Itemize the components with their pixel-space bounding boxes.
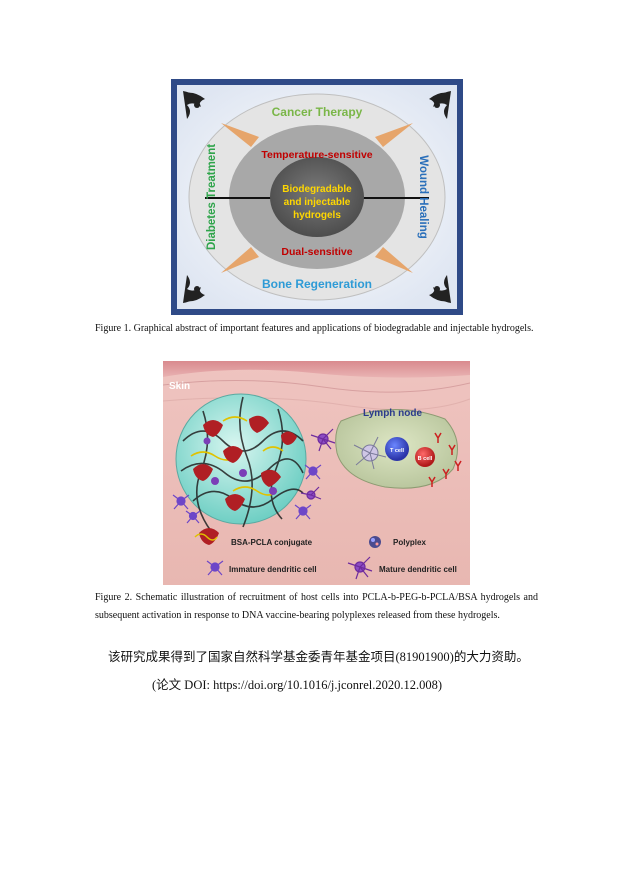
corner-ornament-icon	[429, 91, 451, 119]
mature-dendritic-cell-icon	[347, 556, 373, 580]
legend-polyplex: Polyplex	[393, 538, 426, 547]
acknowledgement: 该研究成果得到了国家自然科学基金委青年基金项目(81901900)的大力资助。	[108, 650, 529, 664]
label-b-cell: B cell	[418, 456, 433, 462]
corner-ornament-icon	[183, 275, 205, 303]
label-dual-sensitive: Dual-sensitive	[281, 246, 352, 258]
hydrogel-sphere	[175, 393, 307, 532]
label-wound-healing: Wound Healing	[417, 155, 429, 238]
legend: BSA-PCLA conjugate Polyplex Immature den…	[194, 528, 457, 580]
polyplex-icon	[369, 536, 381, 548]
figure-1-graphical-abstract: Cancer Therapy Bone Regeneration Diabete…	[171, 79, 463, 315]
center-line-1: Biodegradable	[282, 184, 352, 195]
figure-1-caption: Figure 1. Graphical abstract of importan…	[95, 323, 534, 334]
doi-line: (论文 DOI: https://doi.org/10.1016/j.jconr…	[152, 678, 443, 692]
center-line-2: and injectable	[284, 197, 351, 208]
conjugate-icon	[194, 528, 219, 545]
label-bone-regeneration: Bone Regeneration	[262, 277, 372, 291]
label-cancer-therapy: Cancer Therapy	[272, 105, 363, 119]
lymph-node	[335, 408, 462, 489]
arrow-cone-icon	[221, 123, 413, 273]
legend-immature: Immature dendritic cell	[229, 565, 317, 574]
b-cell	[415, 447, 435, 467]
label-skin: Skin	[169, 381, 190, 392]
label-temperature-sensitive: Temperature-sensitive	[261, 149, 372, 161]
mature-dendritic-cells	[300, 428, 336, 500]
label-diabetes-treatment: Diabetes Treatment	[206, 144, 218, 250]
t-cell	[385, 437, 409, 461]
figure-2-caption: Figure 2. Schematic illustration of recr…	[95, 592, 538, 621]
legend-mature: Mature dendritic cell	[379, 565, 457, 574]
center-line-3: hydrogels	[293, 210, 341, 221]
label-t-cell: T cell	[390, 448, 405, 454]
center-ellipse	[270, 157, 364, 237]
corner-ornament-icon	[429, 275, 451, 303]
legend-conjugate: BSA-PCLA conjugate	[231, 538, 313, 547]
immature-dendritic-cells	[172, 464, 322, 524]
corner-ornament-icon	[183, 91, 205, 119]
immature-dendritic-cell-icon	[206, 560, 224, 576]
figure-2-schematic: Skin	[163, 361, 470, 585]
label-lymph-node: Lymph node	[363, 408, 423, 419]
